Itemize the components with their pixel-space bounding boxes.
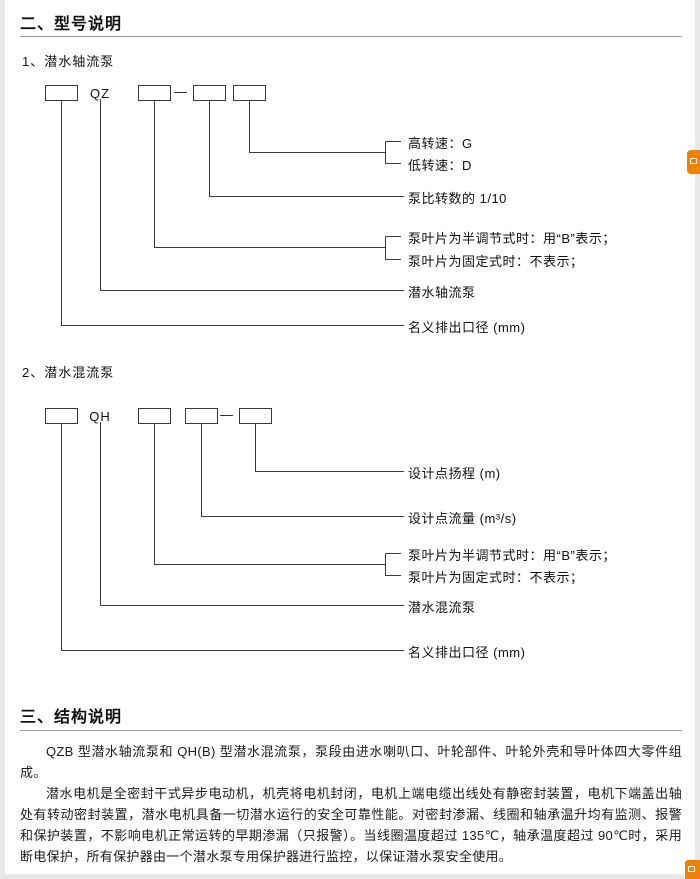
axial-field-specific-speed: [193, 85, 226, 101]
cart-icon: [690, 158, 697, 164]
section-structure-divider: [20, 730, 682, 731]
axial-subtitle: 1、潜水轴流泵: [22, 54, 115, 69]
axial-label-low-speed: 低转速：D: [408, 158, 472, 173]
mixed-label-pump-name: 潜水混流泵: [408, 600, 476, 615]
floating-corner-button[interactable]: [685, 860, 700, 879]
axial-field-blade: [138, 85, 171, 101]
mixed-field-design-flow: [185, 408, 218, 424]
mixed-subtitle: 2、潜水混流泵: [22, 365, 115, 380]
mixed-field-diameter: [45, 408, 78, 424]
axial-label-high-speed: 高转速：G: [408, 136, 473, 151]
mixed-code: QH: [89, 409, 111, 424]
axial-dash: —: [174, 84, 188, 99]
mixed-field-design-head: [239, 408, 272, 424]
floating-side-button[interactable]: [687, 150, 700, 174]
axial-field-speed: [233, 85, 266, 101]
structure-text-block: QZB 型潜水轴流泵和 QH(B) 型潜水混流泵，泵段由进水喇叭口、叶轮部件、叶…: [20, 741, 682, 867]
section-model-title: 二、型号说明: [20, 16, 123, 33]
cart-icon: [688, 866, 695, 872]
axial-label-blade-fixed: 泵叶片为固定式时：不表示；: [408, 254, 584, 269]
mixed-field-blade: [138, 408, 171, 424]
mixed-dash: —: [220, 407, 234, 422]
section-model-divider: [20, 36, 682, 37]
mixed-label-design-head: 设计点扬程 (m): [408, 466, 501, 481]
axial-label-blade-adjustable: 泵叶片为半调节式时：用“B”表示；: [408, 231, 616, 246]
structure-paragraph-2: 潜水电机是全密封干式异步电动机，机壳将电机封闭，电机上端电缆出线处有静密封装置，…: [20, 786, 682, 864]
mixed-label-design-flow: 设计点流量 (m³/s): [408, 511, 517, 526]
mixed-label-outlet: 名义排出口径 (mm): [408, 645, 526, 660]
mixed-label-blade-adjustable: 泵叶片为半调节式时：用“B”表示；: [408, 548, 616, 563]
mixed-label-blade-fixed: 泵叶片为固定式时：不表示；: [408, 570, 584, 585]
axial-label-pump-name: 潜水轴流泵: [408, 285, 476, 300]
axial-label-specific-speed: 泵比转数的 1/10: [408, 191, 507, 206]
axial-field-diameter: [45, 85, 78, 101]
section-structure-title: 三、结构说明: [20, 709, 123, 726]
axial-label-outlet: 名义排出口径 (mm): [408, 320, 526, 335]
structure-paragraph-1: QZB 型潜水轴流泵和 QH(B) 型潜水混流泵，泵段由进水喇叭口、叶轮部件、叶…: [20, 744, 682, 780]
axial-code: QZ: [89, 86, 111, 101]
